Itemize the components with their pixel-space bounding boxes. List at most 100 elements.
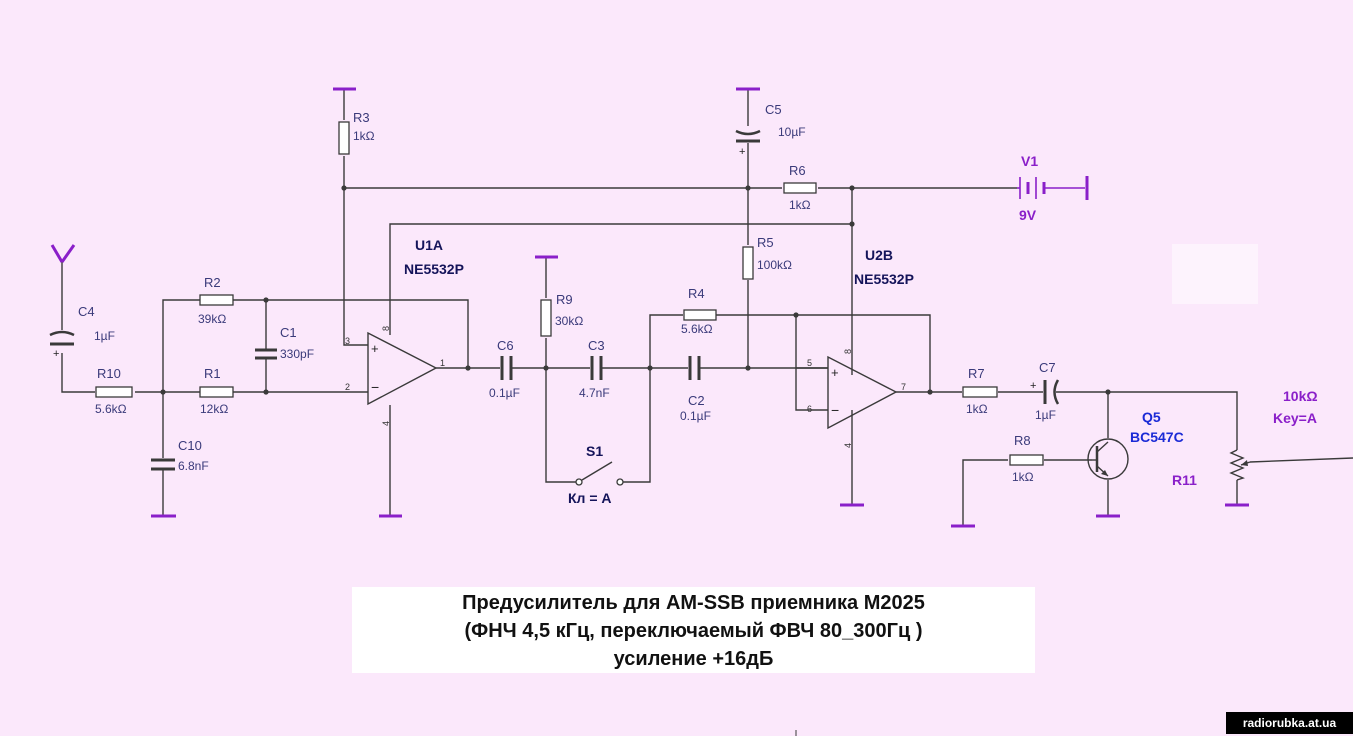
c5-ref: C5	[765, 102, 782, 117]
c6-ref: C6	[497, 338, 514, 353]
r8-value: 1kΩ	[1012, 470, 1034, 484]
svg-text:+: +	[739, 146, 745, 158]
c6-value: 0.1µF	[489, 386, 520, 400]
c2-value: 0.1µF	[680, 409, 711, 423]
capacitors	[49, 129, 1060, 471]
caption-box: Предусилитель для AM-SSB приемника M2025…	[352, 587, 1035, 673]
c5-value: 10µF	[778, 125, 806, 139]
v1-value: 9V	[1019, 207, 1037, 223]
battery-v1-icon	[1017, 176, 1089, 200]
r1-value: 12kΩ	[200, 402, 228, 416]
antenna-icon	[50, 244, 76, 263]
r5-ref: R5	[757, 235, 774, 250]
r2-value: 39kΩ	[198, 312, 226, 326]
c10-value: 6.8nF	[178, 459, 209, 473]
r4-ref: R4	[688, 286, 705, 301]
c2-ref: C2	[688, 393, 705, 408]
caption-line-3: усиление +16дБ	[613, 648, 774, 670]
v1-ref: V1	[1021, 153, 1038, 169]
c10-ref: C10	[178, 438, 202, 453]
svg-text:+: +	[1030, 380, 1036, 392]
svg-text:3: 3	[345, 336, 350, 346]
r6-value: 1kΩ	[789, 198, 811, 212]
c3-ref: C3	[588, 338, 605, 353]
r1-resistor-icon	[199, 386, 234, 398]
wires	[61, 90, 1353, 525]
r11-ref: R11	[1172, 472, 1197, 488]
svg-text:5: 5	[807, 358, 812, 368]
r10-ref: R10	[97, 366, 121, 381]
s1-ref: S1	[586, 443, 603, 459]
svg-text:7: 7	[901, 382, 906, 392]
r1-ref: R1	[204, 366, 221, 381]
r8-ref: R8	[1014, 433, 1031, 448]
c6-capacitor-icon	[500, 356, 513, 380]
u1a-opamp-icon	[367, 331, 438, 406]
r7-value: 1kΩ	[966, 402, 988, 416]
r2-resistor-icon	[199, 294, 234, 306]
svg-text:+: +	[371, 341, 379, 356]
c4-capacitor-icon	[49, 330, 75, 346]
c1-value: 330pF	[280, 347, 314, 361]
svg-text:+: +	[831, 365, 839, 380]
svg-text:8: 8	[843, 349, 853, 354]
background-patch	[1172, 244, 1258, 304]
svg-text:6: 6	[807, 404, 812, 414]
svg-text:1: 1	[440, 358, 445, 368]
pin-labels: 3 2 1 8 4 + − 5 6 7 8 4 + − + + +	[53, 146, 1036, 448]
junction-dots	[160, 185, 1111, 395]
svg-text:8: 8	[381, 326, 391, 331]
svg-text:4: 4	[843, 443, 853, 448]
u1a-ref: U1A	[415, 237, 443, 253]
r9-ref: R9	[556, 292, 573, 307]
r11-value: 10kΩ	[1283, 388, 1318, 404]
r10-value: 5.6kΩ	[95, 402, 127, 416]
c7-capacitor-icon	[1043, 379, 1060, 405]
svg-text:−: −	[371, 379, 379, 395]
r8-resistor-icon	[1009, 454, 1044, 466]
r6-resistor-icon	[783, 182, 817, 194]
svg-text:+: +	[53, 348, 59, 360]
r9-resistor-icon	[540, 299, 552, 337]
r7-ref: R7	[968, 366, 985, 381]
u2b-part: NE5532P	[854, 271, 914, 287]
c7-value: 1µF	[1035, 408, 1056, 422]
r9-value: 30kΩ	[555, 314, 583, 328]
r11-potentiometer-icon	[1229, 449, 1251, 481]
u2b-ref: U2B	[865, 247, 893, 263]
c1-ref: C1	[280, 325, 297, 340]
r7-resistor-icon	[962, 386, 998, 398]
r3-value: 1kΩ	[353, 129, 375, 143]
u1a-part: NE5532P	[404, 261, 464, 277]
c3-capacitor-icon	[590, 356, 603, 380]
svg-text:2: 2	[345, 382, 350, 392]
r4-resistor-icon	[683, 309, 717, 321]
r6-ref: R6	[789, 163, 806, 178]
q5-part: BC547C	[1130, 429, 1184, 445]
c4-ref: C4	[78, 304, 95, 319]
r5-value: 100kΩ	[757, 258, 792, 272]
r5-resistor-icon	[742, 246, 754, 280]
c4-value: 1µF	[94, 329, 115, 343]
resistors	[95, 121, 1044, 466]
component-labels: R3 1kΩ C5 10µF R6 1kΩ V1 9V U1A NE5532P …	[78, 102, 1318, 506]
ground-symbols	[151, 87, 1249, 528]
s1-key: Кл = A	[568, 490, 612, 506]
caption-line-1: Предусилитель для AM-SSB приемника M2025	[462, 592, 925, 614]
c7-ref: C7	[1039, 360, 1056, 375]
watermark: radiorubka.at.ua	[1226, 712, 1353, 734]
svg-text:4: 4	[381, 421, 391, 426]
c10-capacitor-icon	[151, 458, 175, 471]
r11-key: Key=A	[1273, 410, 1317, 426]
r2-ref: R2	[204, 275, 221, 290]
c3-value: 4.7nF	[579, 386, 610, 400]
caption-line-2: (ФНЧ 4,5 кГц, переключаемый ФВЧ 80_300Гц…	[464, 620, 923, 642]
c1-capacitor-icon	[255, 348, 277, 360]
r3-resistor-icon	[338, 121, 350, 155]
c5-capacitor-icon	[735, 129, 761, 143]
r3-ref: R3	[353, 110, 370, 125]
r10-resistor-icon	[95, 386, 133, 398]
svg-text:−: −	[831, 402, 839, 418]
q5-transistor-icon	[1087, 438, 1129, 480]
